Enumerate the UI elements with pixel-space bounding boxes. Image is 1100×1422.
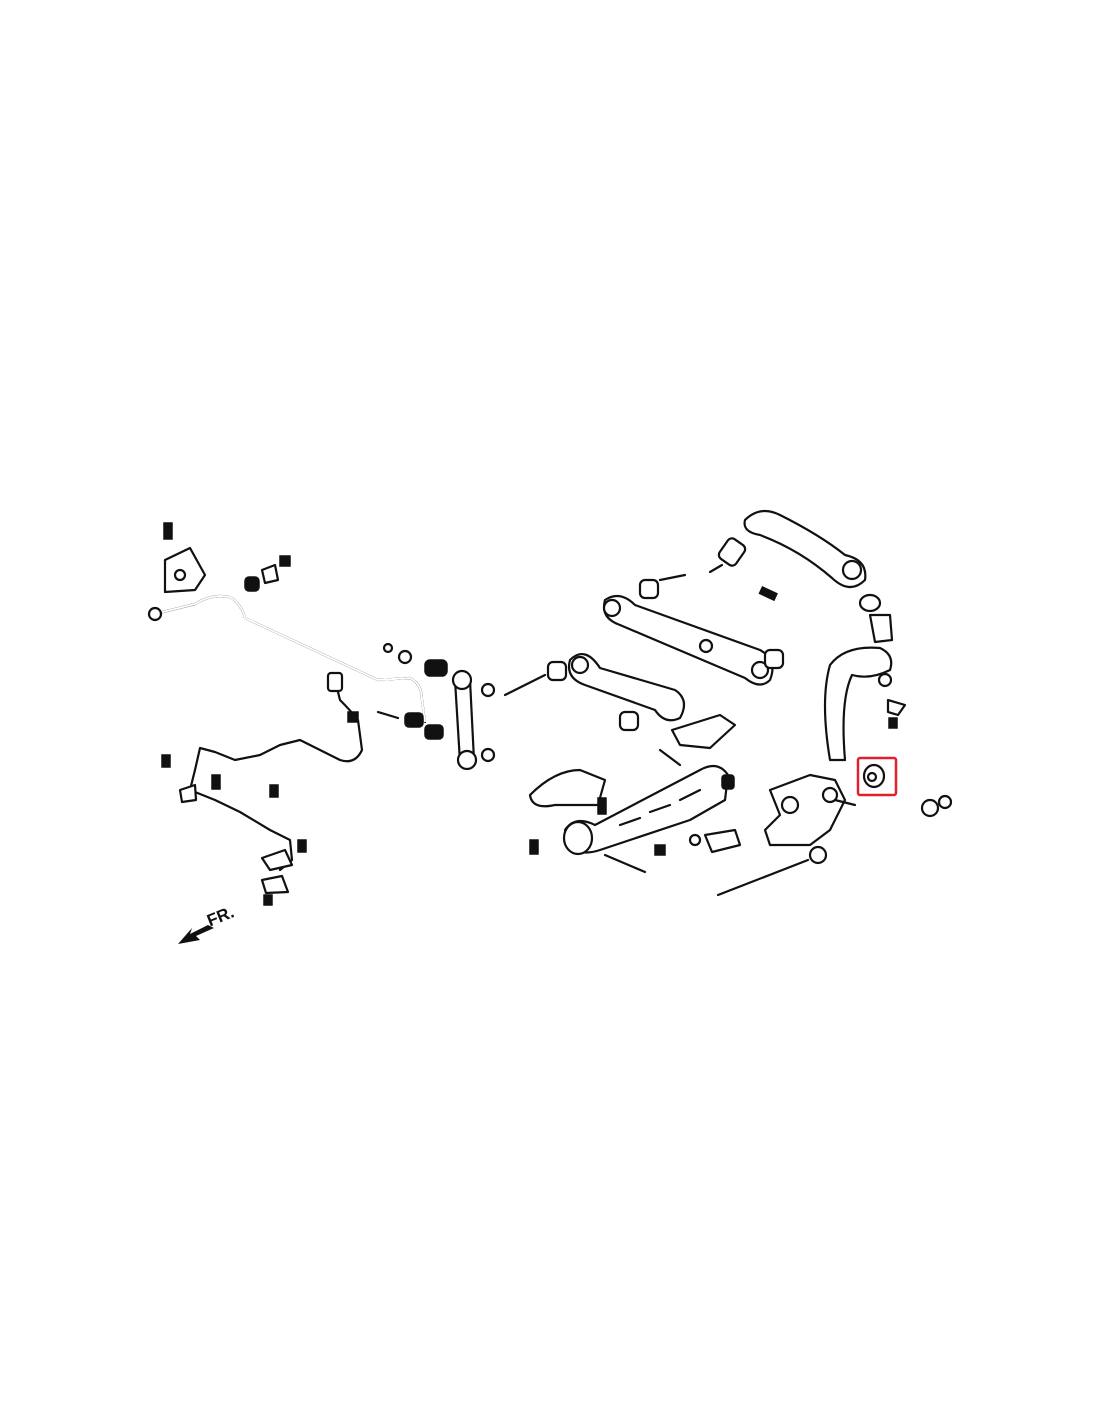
stabilizer-bracket (163, 522, 291, 594)
trailing-arm-upper (602, 573, 785, 686)
lower-control-arm (528, 713, 742, 874)
arrow-left-icon (178, 925, 214, 944)
trailing-arm-lower (503, 653, 686, 732)
knuckle (716, 646, 953, 897)
highlight-box (856, 756, 898, 797)
front-direction-indicator (178, 925, 214, 944)
highlighted-bushing (856, 756, 898, 797)
upper-arm (708, 509, 894, 644)
abs-sensor-harness (161, 671, 364, 906)
stabilizer-bar (147, 594, 427, 724)
stabilizer-link (376, 642, 496, 771)
